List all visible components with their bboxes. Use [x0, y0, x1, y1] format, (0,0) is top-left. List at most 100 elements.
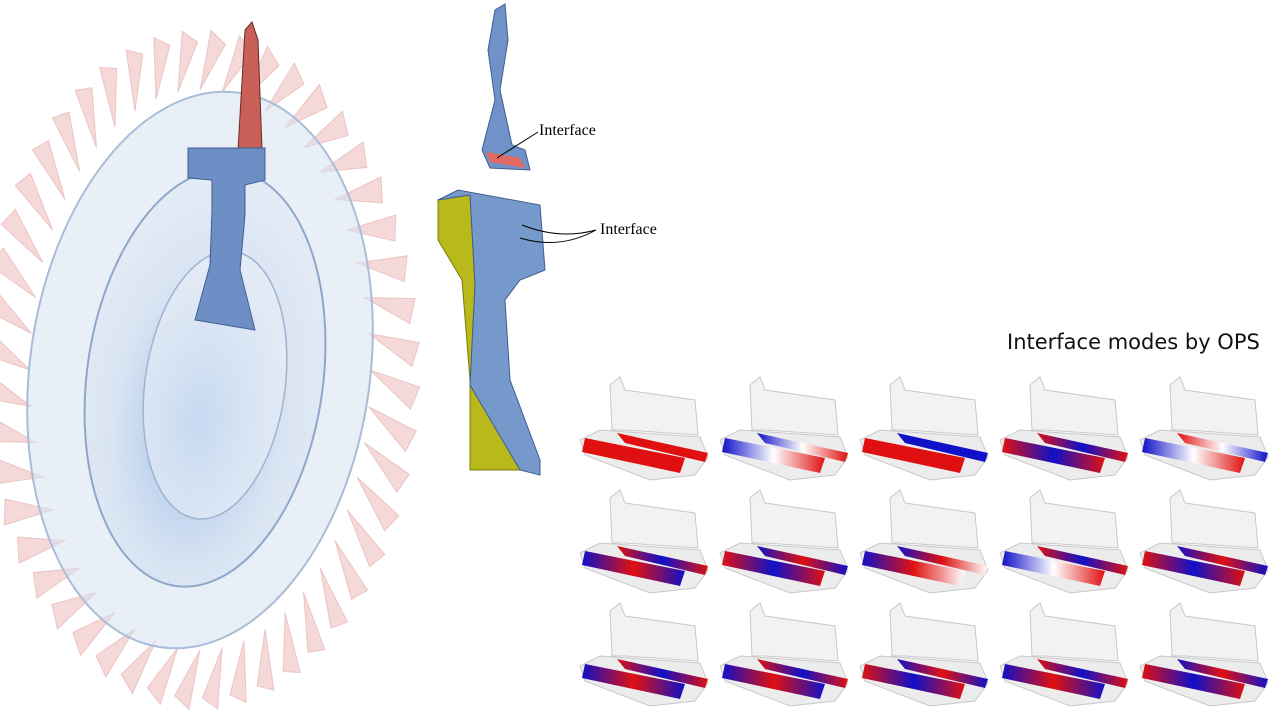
mode-stripe-lower [862, 551, 965, 586]
blade-root-interface [486, 152, 525, 168]
blade-airfoil-mesh [889, 489, 979, 549]
blade-airfoil-mesh [1169, 602, 1259, 662]
mode-stripe-lower [722, 664, 825, 699]
blade-airfoil-mesh [749, 602, 839, 662]
mode-stripe-upper [1177, 433, 1268, 462]
rotor-blade [153, 36, 171, 100]
rotor-blade [334, 540, 369, 601]
interface-mode-tile [859, 602, 989, 707]
mode-stripe-upper [617, 433, 708, 462]
rotor-blade [282, 612, 301, 674]
interface-mode-tile [579, 376, 709, 481]
interface-mode-tile [1139, 376, 1269, 481]
interface-mode-tile [1139, 489, 1269, 594]
interface-mode-tile [859, 489, 989, 594]
sector-disk [187, 147, 266, 331]
rotor-blade [319, 567, 349, 629]
interface-modes-grid [579, 376, 1269, 707]
mode-stripe-lower [722, 438, 825, 473]
rotor-blade [0, 246, 37, 298]
mode-stripe-upper [1037, 546, 1128, 575]
rotor-blade [363, 297, 416, 325]
blade-airfoil-mesh [889, 602, 979, 662]
mode-stripe-upper [897, 433, 988, 462]
mode-stripe-lower [1002, 664, 1105, 699]
rotor-blade [3, 498, 55, 526]
mode-stripe-lower [862, 664, 965, 699]
mode-stripe-lower [582, 664, 685, 699]
rotor-blade [199, 29, 227, 91]
interface-leader-1 [496, 131, 539, 159]
interface-leader-2 [519, 224, 597, 243]
bladed-disk-model [0, 21, 421, 711]
blade-component [481, 3, 531, 171]
blade-interface-label: Interface [539, 122, 596, 139]
blade-airfoil-mesh [749, 489, 839, 549]
blade-airfoil-mesh [1029, 602, 1119, 662]
rotor-blade [0, 382, 32, 408]
rotor-blade [95, 628, 136, 679]
interface-mode-tile [999, 602, 1129, 707]
rotor-blade [363, 442, 411, 494]
rotor-blade [256, 628, 275, 691]
rotor-blade [284, 83, 328, 128]
rotor-blade [229, 640, 247, 704]
disk-interface-label: Interface [600, 221, 657, 238]
rotor-blade [146, 647, 179, 706]
interface-mode-tile [719, 602, 849, 707]
blade-ring [0, 29, 421, 711]
rotor-blade [125, 49, 144, 112]
blade-airfoil-mesh [1169, 376, 1259, 436]
mode-stripe-upper [897, 546, 988, 575]
mode-stripe-lower [722, 551, 825, 586]
mode-stripe-upper [1177, 659, 1268, 688]
blade-airfoil-mesh [749, 376, 839, 436]
rotor-blade [173, 649, 201, 711]
mode-stripe-lower [1142, 551, 1245, 586]
rotor-blade [177, 30, 199, 93]
mode-stripe-lower [1142, 664, 1245, 699]
blade-airfoil-mesh [1029, 489, 1119, 549]
modes-title: Interface modes by OPS [1007, 330, 1260, 354]
rotor-blade [201, 647, 223, 710]
interface-mode-tile [999, 376, 1129, 481]
interface-mode-tile [719, 489, 849, 594]
mode-stripe-lower [1142, 438, 1245, 473]
interface-mode-tile [579, 602, 709, 707]
rotor-blade [31, 139, 66, 200]
interface-mode-tile [999, 489, 1129, 594]
rotor-blade [355, 255, 408, 283]
interface-mode-tile [859, 376, 989, 481]
mode-stripe-upper [617, 546, 708, 575]
blade-airfoil-mesh [609, 602, 699, 662]
rotor-blade [99, 66, 118, 128]
blade-airfoil-mesh [889, 376, 979, 436]
interface-mode-tile [719, 376, 849, 481]
blade-airfoil-mesh [609, 489, 699, 549]
rotor-blade [346, 509, 386, 568]
blade-airfoil-mesh [1169, 489, 1259, 549]
mode-stripe-lower [582, 438, 685, 473]
rotor-blade [0, 421, 37, 443]
rotor-blade [72, 612, 116, 657]
rotor-blade [368, 406, 418, 453]
rotor-blade [0, 294, 32, 334]
exploded-sector-model [437, 3, 597, 476]
mode-stripe-upper [757, 433, 848, 462]
mode-stripe-upper [1037, 433, 1128, 462]
mode-stripe-upper [1037, 659, 1128, 688]
disk-sector-body [437, 189, 546, 476]
blade-airfoil-mesh [609, 376, 699, 436]
rotor-blade [356, 476, 400, 532]
rotor-blade [120, 640, 157, 695]
interface-mode-tile [1139, 602, 1269, 707]
rotor-blade [264, 61, 305, 112]
rotor-blade [51, 111, 81, 173]
interface-mode-tile [579, 489, 709, 594]
mode-stripe-lower [1002, 551, 1105, 586]
rotor-blade [368, 332, 420, 368]
blade-airfoil-mesh [1029, 376, 1119, 436]
rotor-blade [0, 340, 31, 371]
rotor-blade [302, 591, 326, 653]
